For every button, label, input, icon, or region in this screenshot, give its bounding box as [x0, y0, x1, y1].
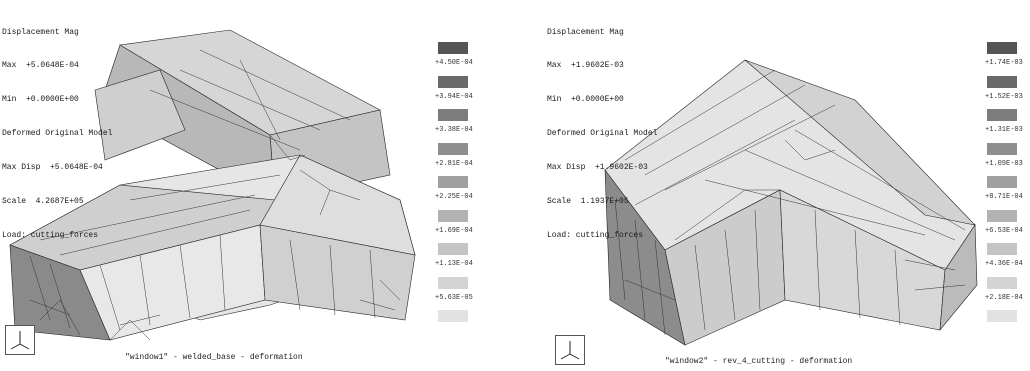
welded-base-deformed-mesh [9, 29, 416, 341]
legend-label: +3.38E-04 [435, 126, 473, 134]
legend-label: +1.74E-03 [985, 59, 1023, 67]
results-info-panel: Displacement Mag Max +5.0648E-04 Min +0.… [2, 4, 112, 264]
legend-swatch [987, 243, 1017, 255]
legend-label: +5.63E-05 [435, 293, 473, 302]
legend-swatch [987, 209, 1017, 222]
legend-label: +1.31E-03 [985, 126, 1023, 134]
axis-triad-icon[interactable] [5, 325, 35, 355]
viewport-window2[interactable]: Displacement Mag Max +1.9602E-03 Min +0.… [545, 0, 1030, 371]
legend-swatch [438, 75, 468, 88]
legend-swatch [987, 142, 1017, 155]
legend-swatch [987, 75, 1017, 88]
info-line: Max Disp +5.0648E-04 [2, 163, 103, 173]
info-line: Scale 4.2687E+05 [2, 197, 84, 207]
legend-label: +4.50E-04 [435, 59, 473, 67]
legend-swatch [438, 109, 468, 121]
info-line: Scale 1.1937E+05 [547, 197, 629, 207]
window-caption: "window1" - welded_base - deformation [125, 353, 303, 362]
info-line: Displacement Mag [547, 27, 624, 37]
info-line: Max +1.9602E-03 [547, 61, 624, 71]
legend-label: +1.13E-04 [435, 260, 473, 268]
legend-swatch [987, 42, 1017, 54]
info-line: Load: cutting_forces [547, 230, 644, 240]
legend-swatch [987, 176, 1017, 188]
legend-swatch [438, 310, 468, 322]
legend-swatch [987, 310, 1017, 322]
rev-4-cutting-deformed-mesh [604, 59, 978, 346]
legend-swatch [438, 243, 468, 255]
legend-label: +4.36E-04 [985, 260, 1023, 268]
info-line: Max Disp +1.9602E-03 [547, 163, 648, 173]
results-info-panel: Displacement Mag Max +1.9602E-03 Min +0.… [547, 4, 657, 264]
info-line: Max +5.0648E-04 [2, 61, 79, 71]
info-line: Min +0.0000E+00 [2, 95, 79, 105]
viewport-window1[interactable]: Displacement Mag Max +5.0648E-04 Min +0.… [0, 0, 500, 371]
legend-swatch [987, 109, 1017, 121]
info-line: Load: cutting_forces [2, 230, 99, 240]
legend-label: +2.18E-04 [985, 293, 1023, 302]
legend-label: +6.53E-04 [985, 226, 1023, 235]
info-line: Deformed Original Model [547, 129, 658, 139]
legend-swatch [438, 142, 468, 155]
legend-swatch [438, 276, 468, 289]
legend-swatch [438, 209, 468, 222]
legend-swatch [438, 42, 468, 54]
window-caption: "window2" - rev_4_cutting - deformation [665, 357, 853, 366]
legend-swatch [438, 176, 468, 188]
legend-swatch [987, 276, 1017, 289]
info-line: Min +0.0000E+00 [547, 95, 624, 105]
axis-triad-icon[interactable] [555, 335, 585, 365]
legend-label: +1.69E-04 [435, 226, 473, 235]
legend-label: +2.25E-04 [435, 193, 473, 201]
info-line: Deformed Original Model [2, 129, 113, 139]
legend-label: +2.81E-04 [435, 159, 473, 168]
info-line: Displacement Mag [2, 27, 79, 37]
legend-label: +3.94E-04 [435, 92, 473, 101]
legend-label: +8.71E-04 [985, 193, 1023, 201]
legend-label: +1.09E-03 [985, 159, 1023, 168]
legend-label: +1.52E-03 [985, 92, 1023, 101]
